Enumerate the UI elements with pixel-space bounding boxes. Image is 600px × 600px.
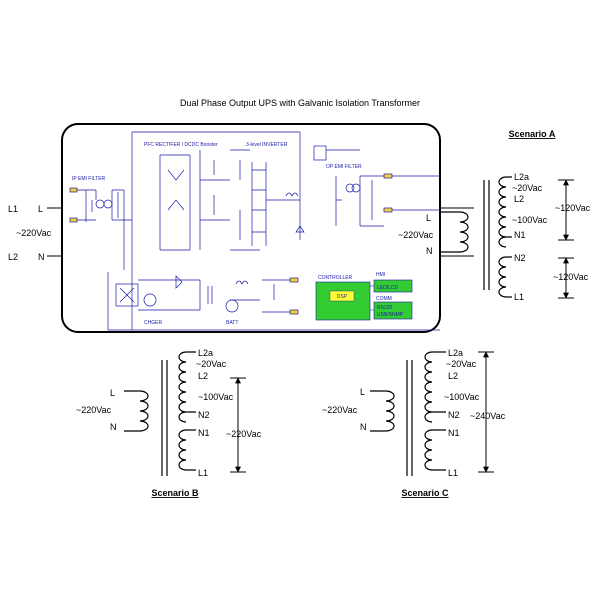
hmi-label: HMI xyxy=(376,272,385,278)
comm-label: COMM xyxy=(376,296,392,302)
scenario-c: ~220Vac L N L2a ~20Vac L2 ~100Vac N2 N1 … xyxy=(322,348,506,498)
scenario-a-n2: N2 xyxy=(514,253,526,263)
scenario-b-l1: L1 xyxy=(198,468,208,478)
led-lcd-label: LED/LCD xyxy=(377,285,399,291)
scenario-b-l2a: L2a xyxy=(198,348,213,358)
scenario-c-v100: ~100Vac xyxy=(444,392,480,402)
scenario-b-primary-n: N xyxy=(110,422,117,432)
controller-links xyxy=(370,285,374,311)
scenario-b-primary-coil xyxy=(124,390,149,432)
scenario-a-l2a: L2a xyxy=(514,172,529,182)
scenario-b-title: Scenario B xyxy=(151,488,199,498)
scenario-b-v20: ~20Vac xyxy=(196,359,227,369)
controller-block: CONTROLLER DSP HMI LED/LCD COMM RS232 US… xyxy=(315,272,413,321)
scenario-a-title: Scenario A xyxy=(509,129,556,139)
scenario-b-l2: L2 xyxy=(198,371,208,381)
op-emi-filter-label: OP EMI FILTER xyxy=(326,164,362,170)
scenario-a-secondary-coil-1 xyxy=(498,176,512,248)
scenario-c-v20: ~20Vac xyxy=(446,359,477,369)
scenario-a-primary-n: N xyxy=(426,246,433,256)
ups-block: L1 L ~220Vac L2 N IP EMI FILTER PFC RECT… xyxy=(8,123,474,333)
scenario-a-l1: L1 xyxy=(514,292,524,302)
scenario-b-v220: ~220Vac xyxy=(226,429,262,439)
scenario-c-primary-v: ~220Vac xyxy=(322,405,358,415)
scenario-a: Scenario A L ~220Vac N L2a ~20Vac L2 ~10… xyxy=(398,129,591,302)
input-l1-label: L1 xyxy=(8,204,18,214)
scenario-c-l1: L1 xyxy=(448,468,458,478)
diagram-title: Dual Phase Output UPS with Galvanic Isol… xyxy=(180,98,420,108)
scenario-a-secondary-coil-2 xyxy=(498,256,512,298)
scenario-a-v120a: ~120Vac xyxy=(555,203,591,213)
dsp-chip xyxy=(329,290,355,302)
scenario-c-v240: ~240Vac xyxy=(470,411,506,421)
input-l-label: L xyxy=(38,204,43,214)
scenario-c-l2a: L2a xyxy=(448,348,463,358)
input-terminals: L1 L ~220Vac L2 N xyxy=(8,204,63,262)
scenario-a-primary-coil xyxy=(440,211,469,253)
input-n-label: N xyxy=(38,252,45,262)
dsp-label: DSP xyxy=(337,294,348,300)
scenario-c-n1: N1 xyxy=(448,428,460,438)
scenario-c-n2: N2 xyxy=(448,410,460,420)
scenario-a-l2: L2 xyxy=(514,194,524,204)
comm-box xyxy=(373,301,413,320)
battery-label: BATT xyxy=(226,320,238,326)
scenario-c-primary-coil xyxy=(370,390,395,432)
scenario-a-primary-v: ~220Vac xyxy=(398,230,434,240)
scenario-b-primary-v: ~220Vac xyxy=(76,405,112,415)
schematic-wiring xyxy=(69,131,440,331)
ups-enclosure xyxy=(61,123,441,333)
scenario-b-secondary-coil-2 xyxy=(178,429,196,471)
scenario-a-v120b: ~120Vac xyxy=(553,272,589,282)
input-voltage-label: ~220Vac xyxy=(16,228,52,238)
ip-emi-filter-label: IP EMI FILTER xyxy=(72,176,106,182)
controller-label: CONTROLLER xyxy=(318,275,353,281)
rs232-label: RS232 xyxy=(377,305,393,311)
scenario-c-secondary-coil-1 xyxy=(424,351,446,423)
scenario-c-secondary-coil-2 xyxy=(424,429,446,471)
scenario-a-v20: ~20Vac xyxy=(512,183,543,193)
scenario-a-n1: N1 xyxy=(514,230,526,240)
scenario-b-n2: N2 xyxy=(198,410,210,420)
scenario-a-primary-l: L xyxy=(426,213,431,223)
usb-snmp-label: USB/SNMP xyxy=(377,312,404,318)
scenario-c-l2: L2 xyxy=(448,371,458,381)
scenario-c-primary-l: L xyxy=(360,387,365,397)
input-l2-label: L2 xyxy=(8,252,18,262)
pfc-label: PFC RECTIFER / DCDC Booster xyxy=(144,142,218,148)
inverter-label: 3-level INVERTER xyxy=(246,142,288,148)
scenario-c-title: Scenario C xyxy=(401,488,449,498)
scenario-b-v100: ~100Vac xyxy=(198,392,234,402)
scenario-b-primary-l: L xyxy=(110,388,115,398)
scenario-b-n1: N1 xyxy=(198,428,210,438)
scenario-c-primary-n: N xyxy=(360,422,367,432)
scenario-b-secondary-coil-1 xyxy=(178,351,196,423)
charger-label: CHGER xyxy=(144,320,162,326)
scenario-a-v100: ~100Vac xyxy=(512,215,548,225)
scenario-b: L ~220Vac N L2a ~20Vac L2 ~100Vac N2 N1 … xyxy=(76,348,262,498)
